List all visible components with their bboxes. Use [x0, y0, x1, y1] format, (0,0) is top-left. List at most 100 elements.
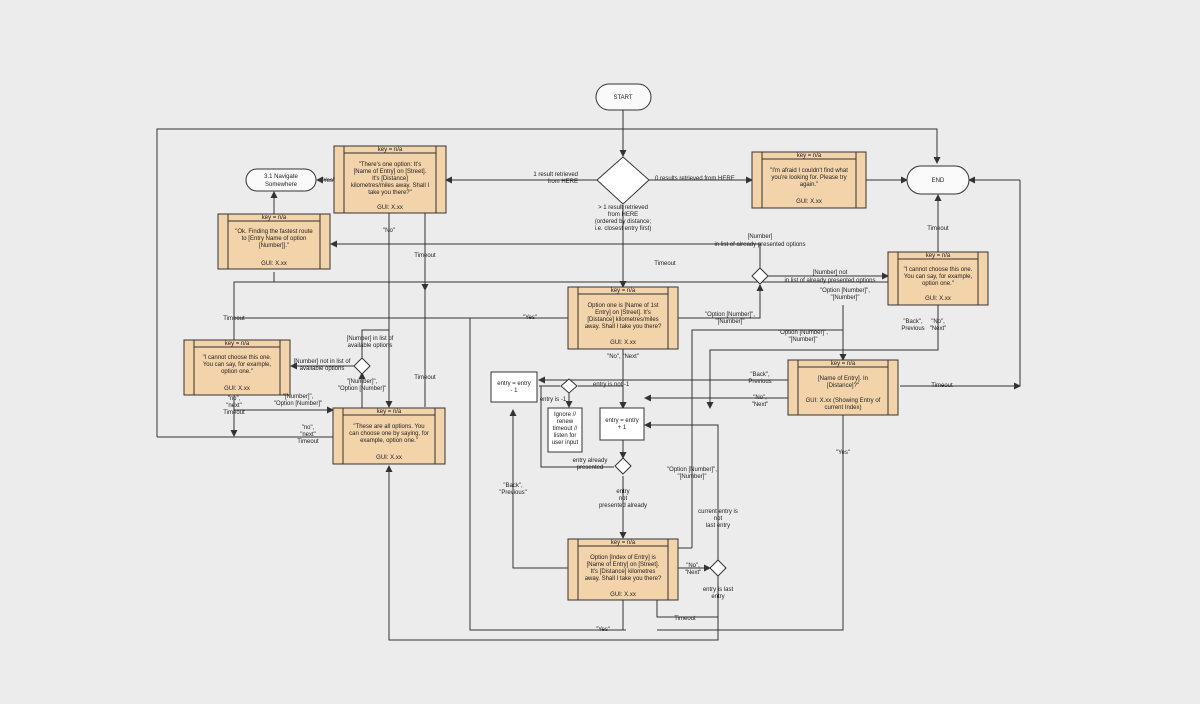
fastest-route-line-3: [Number]]." — [259, 243, 289, 249]
label-no-next-option-one: "No", "Next" — [607, 354, 639, 360]
label-no-next-left2-3: Timeout — [297, 439, 319, 445]
label-back-previous-left-2: "Previous" — [499, 490, 527, 496]
fastest-route-box: key = n/a "Ok. Finding the fastest route… — [217, 213, 331, 270]
option-one-line-2: Entry] on [Street]. It's — [595, 310, 651, 316]
entry-presented-decision — [614, 457, 632, 475]
cannot-right-line-3: option one." — [922, 281, 954, 287]
one-option-line-4: kilometres/miles away. Shall I — [351, 183, 430, 189]
results-decision — [596, 156, 650, 205]
all-options-key: key = n/a — [377, 409, 402, 415]
connectors — [156, 110, 1021, 641]
label-entry-already-2: presented — [577, 465, 604, 471]
label-number-not-left-2: available options — [300, 366, 345, 372]
all-options-line-1: "These are all options. You — [353, 424, 424, 430]
ignore-line-2: renew — [557, 419, 574, 425]
last-entry-decision — [709, 559, 727, 577]
label-yes-navigate: "Yes" — [321, 178, 335, 184]
ignore-line-4: listen for — [554, 433, 577, 439]
cannot-right-line-1: "I cannot choose this one. — [904, 267, 973, 273]
end-label: END — [932, 178, 945, 184]
label-no-next-right-2: "Next" — [930, 326, 947, 332]
option-index-key: key = n/a — [611, 540, 636, 546]
label-yes-right: "Yes" — [836, 450, 850, 456]
label-number-not-right-2: in list of already presented options — [784, 278, 875, 284]
label-many-4: i.e. closest entry first) — [595, 226, 652, 232]
no-results-gui: GUI: X.xx — [796, 199, 822, 205]
cannot-choose-right-box: key = n/a "I cannot choose this one. You… — [887, 251, 989, 306]
option-index-line-1: Option [Index of Entry] is — [590, 555, 656, 561]
label-yes-bottom: "Yes" — [596, 627, 610, 633]
fastest-route-line-2: to [Entry Name of option — [242, 236, 307, 242]
label-option-number-left-2: "Option [Number]" — [338, 386, 386, 392]
fastest-route-line-1: "Ok. Finding the fastest route — [235, 229, 313, 235]
entry-detail-key: key = n/a — [831, 361, 856, 367]
start-label: START — [613, 95, 632, 101]
entry-plus-box: entry = entry + 1 — [599, 407, 645, 441]
label-entry-not-presented-1: entry — [616, 489, 629, 495]
label-back-previous-right-2: Previous — [901, 326, 924, 332]
entry-detail-box: key = n/a [Name of Entry]. In [Distance]… — [787, 359, 899, 416]
option-index-line-2: [Name of Entry] on [Street]. — [587, 562, 660, 568]
option-index-line-3: It's [Distance] kilometres — [591, 569, 656, 575]
label-back-previous-right-1: "Back", — [903, 319, 923, 325]
label-back-previous-mid-2: Previous — [748, 379, 771, 385]
label-option-number-mid-2: "[Number]" — [716, 319, 745, 325]
cannot-right-gui: GUI: X.xx — [925, 296, 951, 302]
label-entry-not-presented-3: presented already — [599, 503, 647, 509]
label-back-previous-left-1: "Back", — [503, 483, 523, 489]
one-option-line-3: It's [Distance] — [372, 176, 408, 182]
label-number-not-left-1: [Number] not in list of — [294, 359, 351, 365]
label-no-next-left-2: "next" — [226, 403, 242, 409]
number-check-decision-right — [751, 267, 769, 285]
all-options-line-2: can choose one by saying, for — [349, 431, 429, 437]
no-results-key: key = n/a — [797, 153, 822, 159]
one-option-box: key = n/a "There's one option: It's [Nam… — [333, 145, 447, 214]
option-one-box: key = n/a Option one is [Name of 1st Ent… — [567, 286, 679, 350]
label-no-one-option: "No" — [383, 228, 395, 234]
label-timeout-all: Timeout — [414, 375, 436, 381]
cannot-choose-left-box: key = n/a "I cannot choose this one. You… — [183, 339, 291, 396]
no-results-box: key = n/a "I'm afraid I couldn't find wh… — [751, 151, 867, 209]
ignore-line-1: Ignore // — [554, 412, 576, 418]
label-number-in-list-top-2: in list of already presented options — [714, 242, 805, 248]
navigate-label-1: 3.1 Navigate — [264, 174, 298, 180]
option-index-gui: GUI: X.xx — [610, 592, 636, 598]
label-many-2: from HERE — [608, 212, 638, 218]
no-results-line-1: "I'm afraid I couldn't find what — [770, 168, 848, 174]
label-number-in-list-left-2: available options — [348, 343, 393, 349]
label-last-entry-2: entry — [711, 594, 724, 600]
label-last-entry-1: entry is last — [703, 587, 734, 593]
label-not-last-2: not — [714, 516, 723, 522]
no-results-line-2: you're looking for. Please try — [771, 175, 846, 181]
label-many-3: (ordered by distance; — [595, 219, 652, 225]
label-no-next-left2-2: "next" — [300, 432, 316, 438]
label-timeout-left: Timeout — [223, 316, 245, 322]
option-one-line-4: away. Shall I take you there? — [585, 324, 662, 330]
label-no-next-bottom-1: "No", — [686, 563, 700, 569]
label-timeout-bottom: Timeout — [674, 616, 696, 622]
label-option-number-right-1: "Option [Number]", — [820, 288, 870, 294]
label-timeout-top-right: Timeout — [927, 226, 949, 232]
one-option-line-2: [Name of Entry] on [Street]. — [354, 169, 427, 175]
cannot-left-line-3: option one." — [221, 369, 253, 375]
navigate-label-2: Somewhere — [265, 182, 298, 188]
label-back-previous-mid-1: "Back", — [750, 372, 770, 378]
end-terminal: END — [906, 165, 970, 195]
label-entry-not-minus1: entry is not -1 — [593, 382, 630, 388]
entry-plus-line-2: + 1 — [618, 425, 627, 431]
all-options-line-3: example, option one." — [360, 438, 418, 444]
entry-minus-box: entry = entry - 1 — [490, 371, 538, 403]
label-entry-already-1: entry already — [573, 458, 608, 464]
option-one-key: key = n/a — [611, 288, 636, 294]
label-no-next-mid-1: "No", — [753, 395, 767, 401]
navigate-terminal: 3.1 Navigate Somewhere — [245, 168, 317, 192]
entry-index-decision — [560, 378, 578, 394]
ignore-line-5: user input — [552, 440, 579, 446]
label-not-last-3: last entry — [706, 523, 730, 529]
fastest-route-key: key = n/a — [262, 215, 287, 221]
cannot-right-line-2: You can say, for example, — [904, 274, 973, 280]
label-option-number-right2-2: "[Number]" — [789, 337, 818, 343]
one-option-line-5: take you there?" — [368, 190, 412, 196]
label-option-number-left2-1: "[Number]", — [283, 394, 314, 400]
